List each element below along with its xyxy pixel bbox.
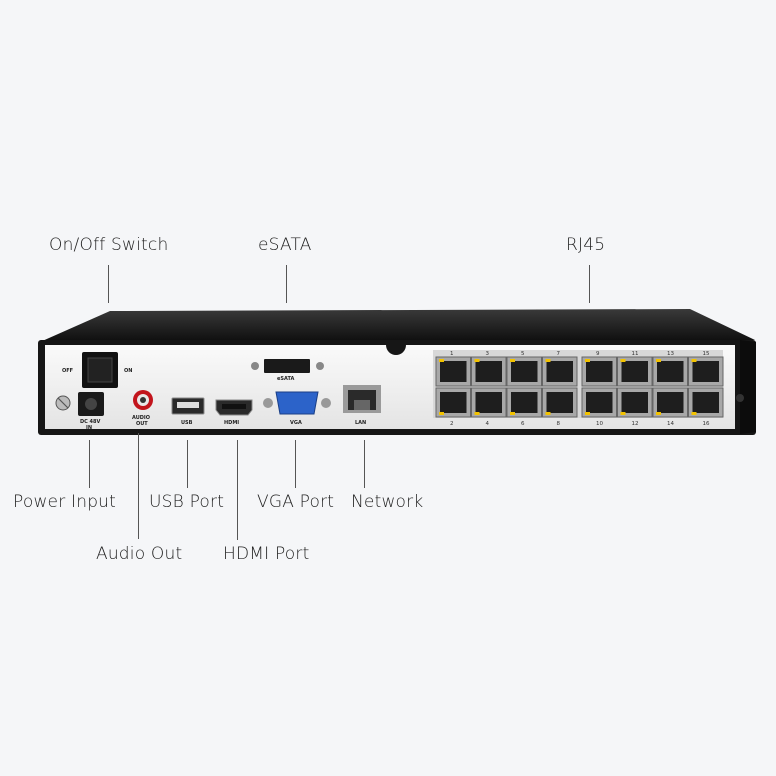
callout-esata: eSATA: [258, 235, 312, 255]
leader-rj45: [589, 265, 590, 303]
rj45-port: [652, 356, 688, 387]
leader-usb: [187, 440, 188, 488]
rj45-port-number: 1: [450, 351, 454, 357]
vga-port: [275, 391, 319, 415]
callout-power-input: Power Input: [13, 492, 117, 512]
rj45-port: [471, 387, 507, 418]
rj45-port: [435, 387, 471, 418]
rj45-port: [688, 356, 724, 387]
dc-in-label: IN: [86, 425, 92, 431]
rj45-port: [617, 356, 653, 387]
rj45-port-number: 4: [486, 421, 490, 427]
rj45-ports: [435, 356, 724, 418]
callout-usb-port: USB Port: [149, 492, 225, 512]
rj45-port-number: 16: [703, 421, 710, 427]
rj45-port: [581, 387, 617, 418]
rj45-port: [435, 356, 471, 387]
usb-label: USB: [181, 420, 193, 426]
callout-network: Network: [351, 492, 424, 512]
leader-hdmi: [237, 440, 238, 540]
rj45-port-number: 9: [596, 351, 600, 357]
vga-label: VGA: [290, 420, 302, 426]
callout-vga-port: VGA Port: [257, 492, 335, 512]
screw-right: [736, 394, 744, 402]
rj45-bottom-numbers: 2 4 6 8 10 12 14 16: [450, 421, 710, 427]
rj45-port: [652, 387, 688, 418]
callout-audio-out: Audio Out: [96, 544, 183, 564]
rj45-port-number: 6: [521, 421, 525, 427]
rj45-port-number: 13: [667, 351, 674, 357]
on-label: ON: [124, 368, 132, 374]
rj45-port-number: 3: [486, 351, 490, 357]
audio-label-1: AUDIO: [132, 415, 150, 421]
leader-power: [89, 440, 90, 488]
esata-port: [264, 359, 310, 373]
leader-audio: [138, 433, 139, 539]
rj45-port-number: 2: [450, 421, 454, 427]
dc-label: DC 48V: [80, 419, 101, 425]
rj45-port: [471, 356, 507, 387]
rj45-port: [506, 387, 542, 418]
callout-on-off-switch: On/Off Switch: [49, 235, 169, 255]
lan-label: LAN: [355, 420, 366, 426]
rj45-port: [542, 356, 578, 387]
rj45-port: [617, 387, 653, 418]
audio-label-2: OUT: [136, 421, 148, 427]
rj45-port: [688, 387, 724, 418]
rj45-port: [581, 356, 617, 387]
rj45-port-number: 14: [667, 421, 674, 427]
rj45-port-number: 10: [596, 421, 603, 427]
leader-vga: [295, 440, 296, 488]
chassis-top: [40, 309, 755, 342]
callout-hdmi-port: HDMI Port: [223, 544, 310, 564]
callout-rj45: RJ45: [566, 235, 606, 255]
leader-network: [364, 440, 365, 488]
rj45-port-number: 7: [557, 351, 561, 357]
esata-label: eSATA: [277, 376, 294, 382]
hdmi-label: HDMI: [224, 420, 239, 426]
rj45-port-number: 15: [703, 351, 710, 357]
rj45-port-number: 8: [557, 421, 561, 427]
rj45-port-number: 5: [521, 351, 525, 357]
rj45-port: [542, 387, 578, 418]
leader-on-off: [108, 265, 109, 303]
leader-esata: [286, 265, 287, 303]
rj45-port: [506, 356, 542, 387]
rj45-port-number: 11: [632, 351, 639, 357]
chassis-side: [740, 340, 756, 434]
rj45-port-number: 12: [632, 421, 639, 427]
off-label: OFF: [62, 368, 73, 374]
